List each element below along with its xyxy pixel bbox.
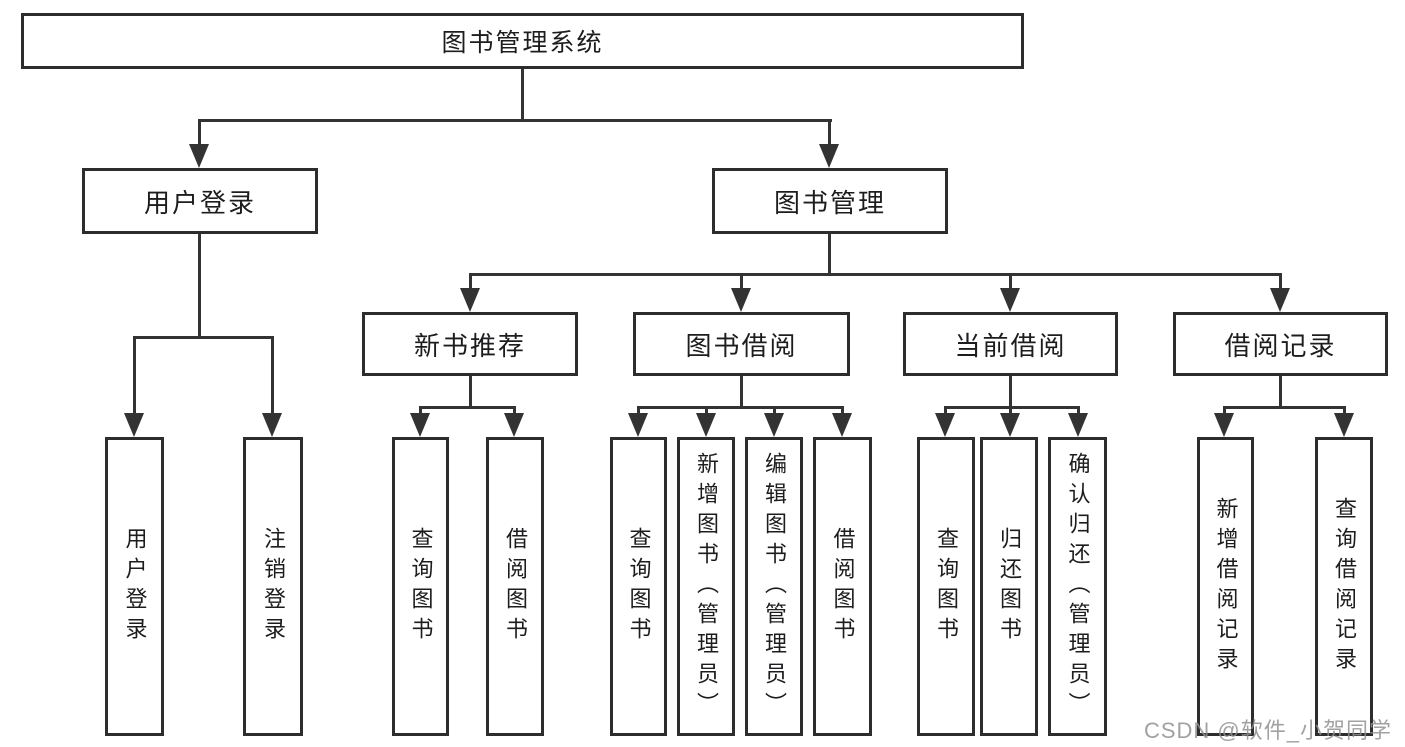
arrow-down-icon	[460, 288, 480, 312]
connector-line	[1279, 273, 1282, 293]
arrow-down-icon	[1270, 288, 1290, 312]
connector-line	[198, 233, 201, 336]
connector-line	[133, 336, 136, 418]
arrow-down-icon	[262, 413, 282, 437]
arrow-down-icon	[1214, 413, 1234, 437]
node-user-login: 用户登录	[82, 168, 318, 234]
node-book-borrowing: 图书借阅	[633, 312, 850, 376]
arrow-down-icon	[628, 413, 648, 437]
leaf-edit-book-admin: 编辑图书（管理员）	[745, 437, 803, 736]
arrow-down-icon	[764, 413, 784, 437]
arrow-down-icon	[832, 413, 852, 437]
connector-line	[637, 406, 844, 409]
node-library-management-system: 图书管理系统	[21, 13, 1024, 69]
leaf-return-book: 归还图书	[980, 437, 1038, 736]
arrow-down-icon	[731, 288, 751, 312]
connector-line	[1223, 406, 1346, 409]
csdn-watermark: CSDN @软件_小贺同学	[1143, 718, 1392, 743]
arrow-down-icon	[189, 144, 209, 168]
leaf-borrow-books-2: 借阅图书	[813, 437, 872, 736]
connector-line	[1009, 376, 1012, 407]
leaf-confirm-return-admin: 确认归还（管理员）	[1048, 437, 1107, 736]
arrow-down-icon	[935, 413, 955, 437]
node-book-management: 图书管理	[712, 168, 948, 234]
arrow-down-icon	[504, 413, 524, 437]
connector-line	[828, 119, 831, 149]
leaf-add-book-admin: 新增图书（管理员）	[677, 437, 735, 736]
arrow-down-icon	[1068, 413, 1088, 437]
node-borrowing-records: 借阅记录	[1173, 312, 1388, 376]
connector-line	[1009, 273, 1012, 293]
arrow-down-icon	[1334, 413, 1354, 437]
connector-line	[521, 68, 524, 119]
connector-line	[740, 273, 743, 293]
connector-line	[198, 119, 201, 149]
connector-line	[828, 233, 831, 273]
leaf-borrow-books: 借阅图书	[486, 437, 544, 736]
arrow-down-icon	[124, 413, 144, 437]
connector-line	[419, 406, 516, 409]
connector-line	[1279, 376, 1282, 407]
leaf-query-borrow-record: 查询借阅记录	[1315, 437, 1373, 736]
leaf-query-books: 查询图书	[392, 437, 449, 736]
connector-line	[469, 273, 472, 293]
arrow-down-icon	[1000, 413, 1020, 437]
arrow-down-icon	[410, 413, 430, 437]
arrow-down-icon	[696, 413, 716, 437]
leaf-logout: 注销登录	[243, 437, 303, 736]
node-current-borrowing: 当前借阅	[903, 312, 1118, 376]
leaf-query-books-2: 查询图书	[610, 437, 667, 736]
arrow-down-icon	[1000, 288, 1020, 312]
node-new-book-recommendation: 新书推荐	[362, 312, 578, 376]
connector-line	[469, 376, 472, 407]
connector-line	[133, 336, 274, 339]
leaf-user-login: 用户登录	[105, 437, 164, 736]
leaf-query-books-3: 查询图书	[917, 437, 975, 736]
connector-line	[740, 376, 743, 407]
connector-line	[198, 119, 832, 122]
arrow-down-icon	[819, 144, 839, 168]
connector-line	[271, 336, 274, 418]
connector-line	[469, 273, 1282, 276]
connector-line	[944, 406, 1080, 409]
leaf-add-borrow-record: 新增借阅记录	[1197, 437, 1254, 736]
